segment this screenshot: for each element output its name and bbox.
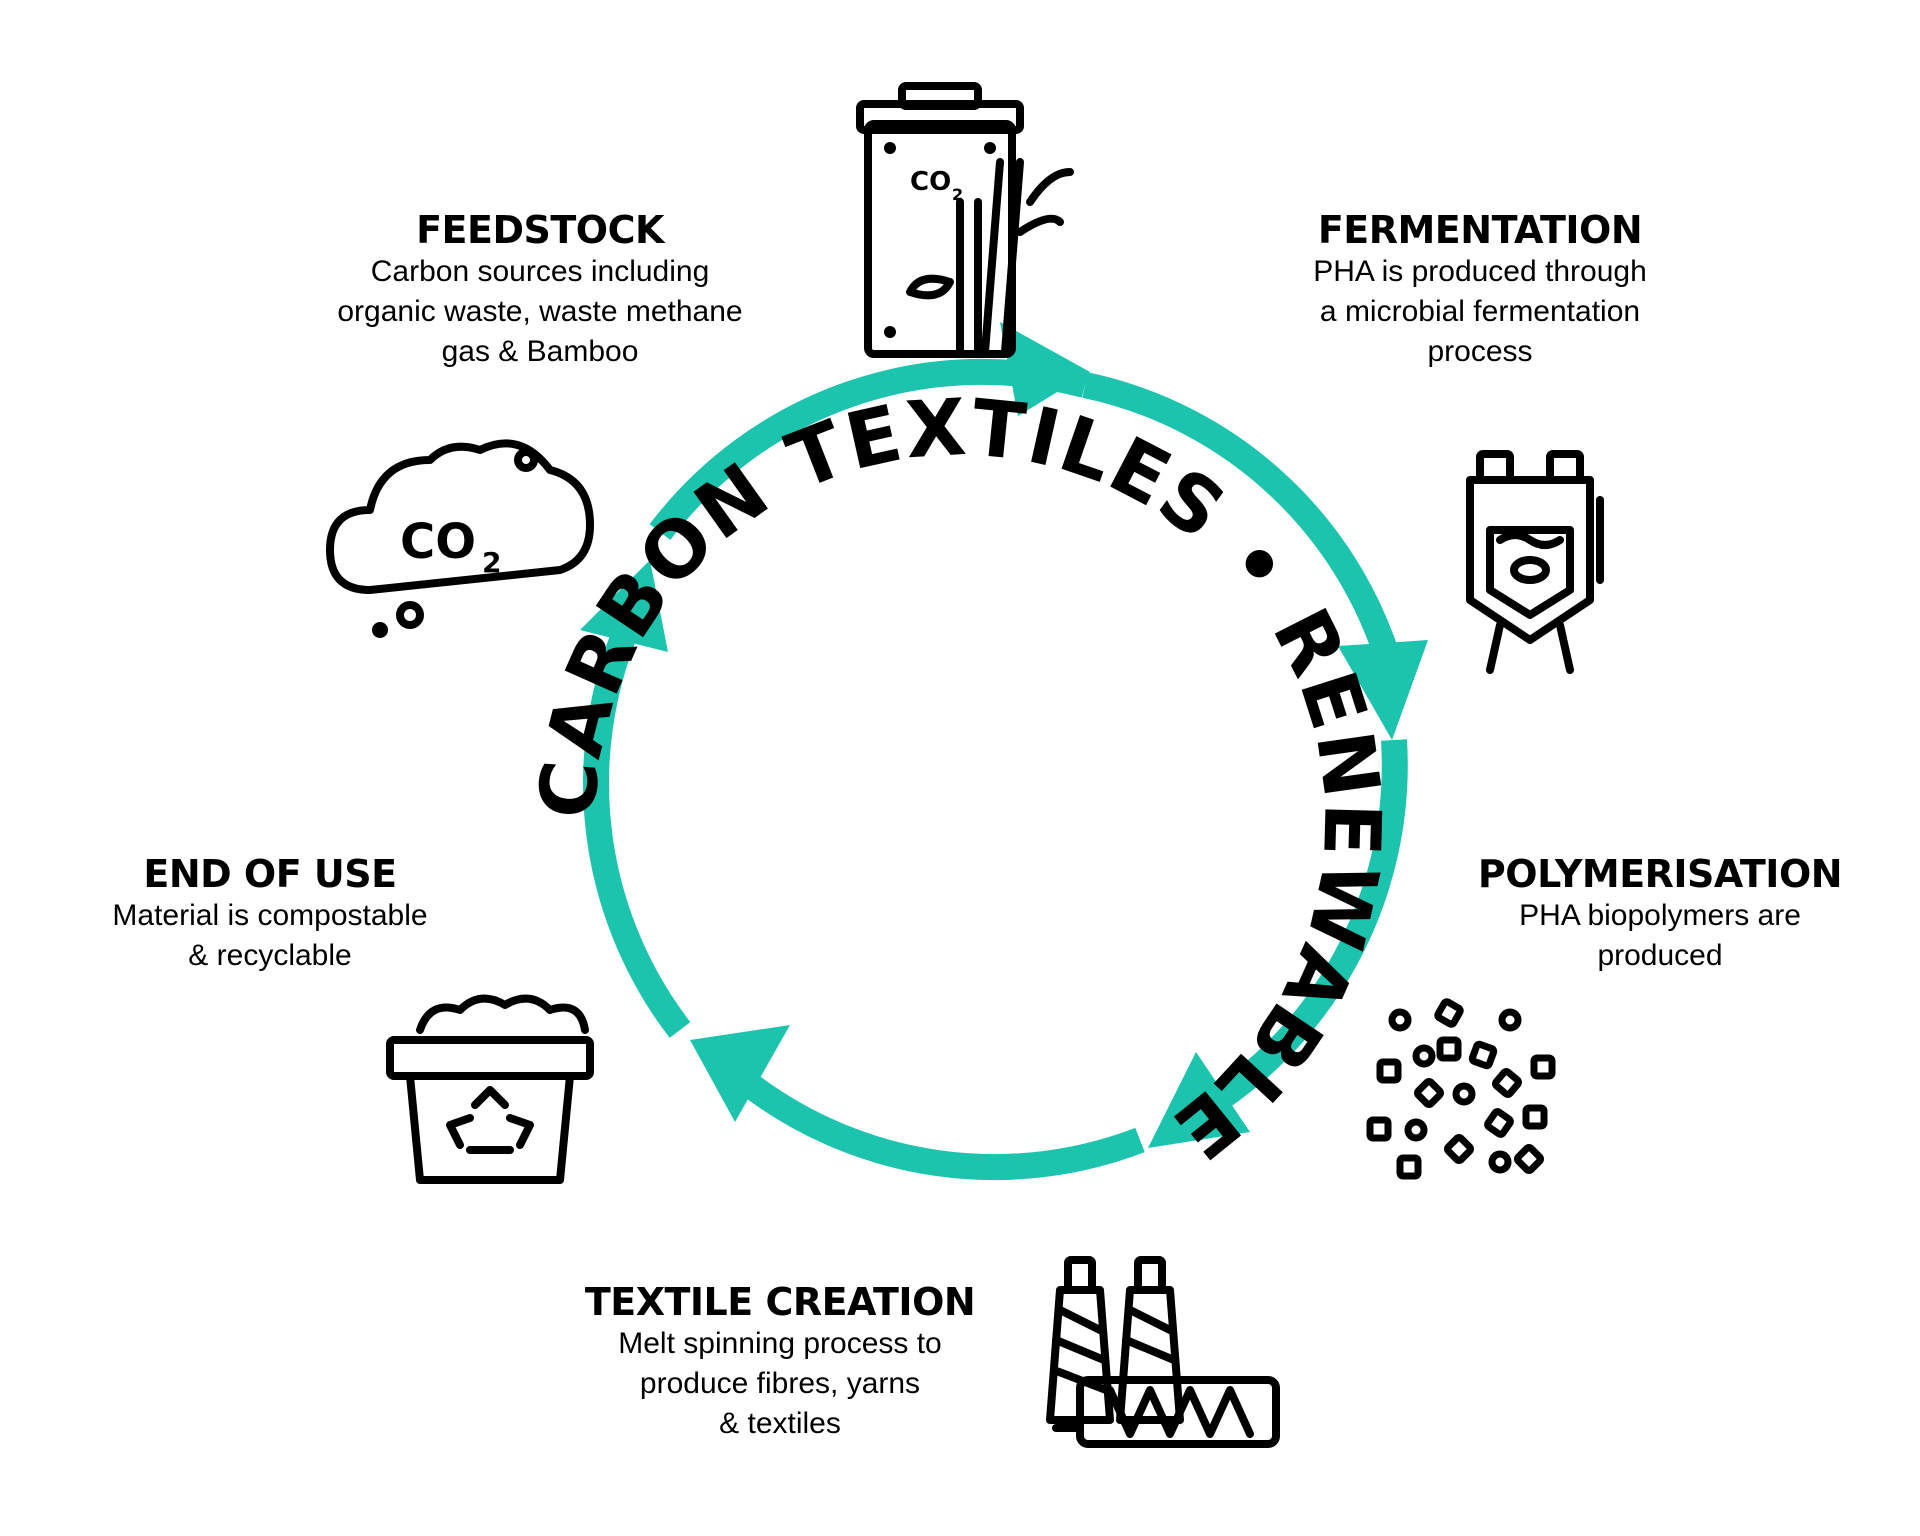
stage-fermentation-desc-line-3: process bbox=[1427, 335, 1533, 368]
stage-textile-creation: TEXTILE CREATION Melt spinning process t… bbox=[540, 1280, 1020, 1444]
arrowhead-to-textile bbox=[1148, 1052, 1250, 1148]
cycle-arc-endofuse-to-feedstock bbox=[583, 583, 691, 1038]
stage-feedstock: FEEDSTOCK Carbon sources including organ… bbox=[250, 208, 830, 372]
co2-cloud-icon: CO 2 bbox=[326, 439, 594, 638]
stage-fermentation-desc-line-1: PHA is produced through bbox=[1313, 255, 1647, 288]
cycle-arc-textile-to-endofuse bbox=[742, 1074, 1145, 1181]
stage-end-of-use-desc-line-2: & recyclable bbox=[188, 939, 352, 972]
stage-feedstock-desc-line-1: Carbon sources including bbox=[370, 255, 710, 288]
compost-recycle-bin-icon bbox=[386, 994, 594, 1184]
center-ring-text: CARBON TEXTILES • RENEWABLE bbox=[523, 383, 1397, 1177]
svg-text:CO: CO bbox=[400, 514, 476, 570]
stage-feedstock-desc-line-2: organic waste, waste methane bbox=[337, 295, 743, 328]
stage-polymerisation-desc-line-2: produced bbox=[1597, 939, 1723, 972]
cycle-arc-fermentation-to-polymerisation bbox=[1082, 372, 1407, 684]
cycle-arc-polymerisation-to-textile bbox=[1178, 739, 1408, 1132]
svg-text:2: 2 bbox=[952, 185, 963, 204]
arrowhead-to-polymerisation bbox=[1338, 640, 1428, 740]
fermenter-tank-icon bbox=[1466, 450, 1604, 674]
stage-feedstock-title: FEEDSTOCK bbox=[416, 208, 664, 252]
stage-end-of-use-title: END OF USE bbox=[143, 852, 397, 896]
cycle-arrowheads bbox=[580, 322, 1428, 1148]
stage-textile-creation-desc-line-3: & textiles bbox=[719, 1407, 841, 1440]
yarn-spools-icon bbox=[1046, 1256, 1280, 1448]
stage-end-of-use-desc-line-1: Material is compostable bbox=[112, 899, 428, 932]
stage-feedstock-desc-line-3: gas & Bamboo bbox=[441, 335, 639, 368]
svg-text:CO: CO bbox=[910, 167, 951, 197]
stage-polymerisation-desc-line-1: PHA biopolymers are bbox=[1519, 899, 1801, 932]
stage-fermentation: FERMENTATION PHA is produced through a m… bbox=[1200, 208, 1760, 372]
pellets-icon bbox=[1366, 998, 1556, 1180]
svg-text:2: 2 bbox=[482, 546, 501, 579]
stage-textile-creation-desc-line-2: produce fibres, yarns bbox=[639, 1367, 921, 1400]
stage-textile-creation-desc-line-1: Melt spinning process to bbox=[618, 1327, 942, 1360]
arrowhead-to-fermentation bbox=[1000, 322, 1090, 416]
stage-fermentation-desc-line-2: a microbial fermentation bbox=[1319, 295, 1641, 328]
stage-polymerisation-title: POLYMERISATION bbox=[1477, 852, 1843, 896]
co2-bin-bamboo-icon: CO 2 bbox=[856, 82, 1074, 358]
arrowhead-to-endofuse bbox=[690, 1025, 790, 1122]
stage-polymerisation: POLYMERISATION PHA biopolymers are produ… bbox=[1420, 852, 1900, 976]
arrowhead-to-feedstock bbox=[580, 560, 668, 652]
stage-textile-creation-title: TEXTILE CREATION bbox=[584, 1280, 976, 1324]
stage-end-of-use: END OF USE Material is compostable & rec… bbox=[50, 852, 490, 976]
stage-fermentation-title: FERMENTATION bbox=[1317, 208, 1643, 252]
